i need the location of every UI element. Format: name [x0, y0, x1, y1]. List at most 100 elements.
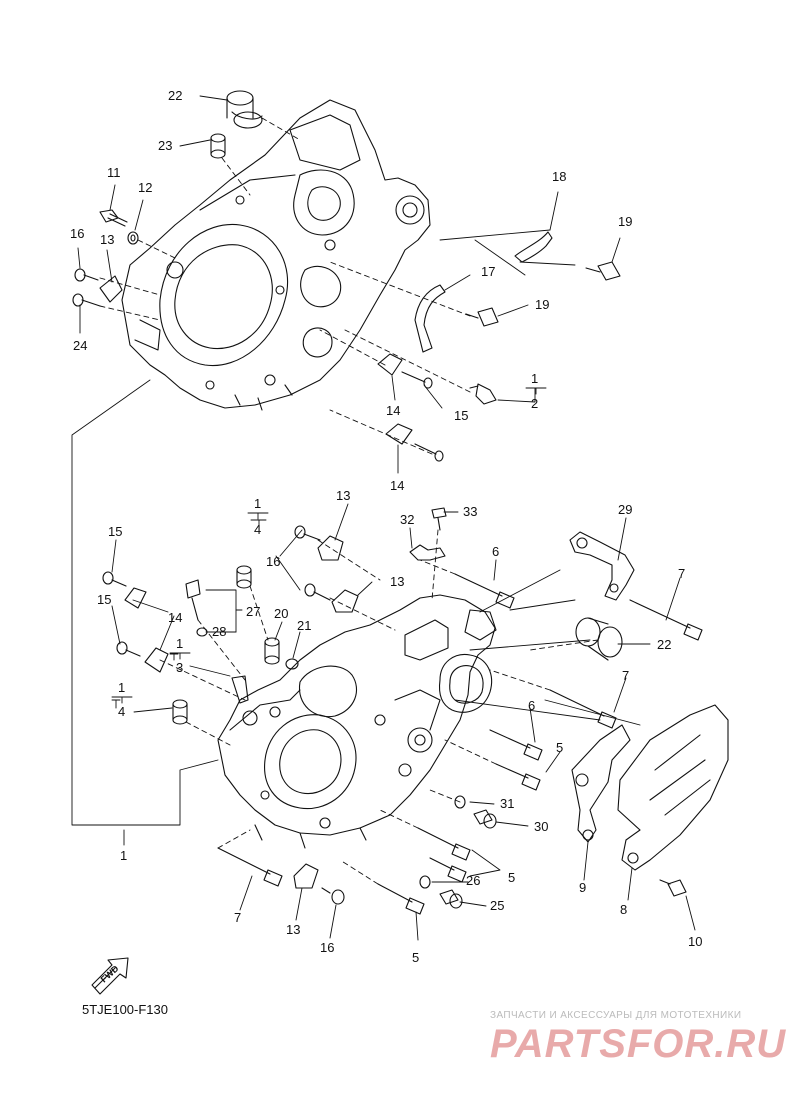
callout: 7 — [678, 566, 685, 581]
callout: 7 — [234, 910, 241, 925]
clamp-17 — [414, 284, 446, 353]
bolt-7-mid — [549, 689, 617, 729]
callout: 22 — [657, 637, 671, 652]
bolt-19-right — [585, 261, 621, 281]
bolt-15-lower — [414, 443, 444, 462]
callout: 13 — [100, 232, 114, 247]
callout: 13 — [286, 922, 300, 937]
bolt-6-mid — [489, 729, 543, 761]
screw-16-upper — [74, 268, 99, 282]
callout: 4 — [118, 704, 125, 719]
callout: 5 — [412, 950, 419, 965]
callout: 14 — [386, 403, 400, 418]
bracket-13-upper — [99, 275, 123, 303]
elbow-3 — [231, 675, 249, 704]
upper-assembly-lines — [99, 117, 471, 455]
callout: 5 — [508, 870, 515, 885]
fitting-2 — [469, 383, 497, 405]
bolt-15-upper — [401, 371, 433, 389]
callout: 26 — [466, 873, 480, 888]
plate-14-lower-b — [144, 647, 169, 673]
clip-32 — [409, 544, 446, 561]
callout: 32 — [400, 512, 414, 527]
callout: 6 — [492, 544, 499, 559]
washer-12 — [127, 231, 139, 245]
clamp-18 — [514, 231, 553, 263]
callout: 20 — [274, 606, 288, 621]
bolt-7-lower — [217, 847, 283, 887]
callout: 1 — [254, 496, 261, 511]
callout: 7 — [622, 668, 629, 683]
callout-numbers: 22 23 11 12 16 13 24 18 19 17 19 1 2 14 … — [70, 88, 702, 965]
callout: 9 — [579, 880, 586, 895]
bolt-11 — [99, 209, 128, 227]
watermark-tagline: ЗАПЧАСТИ И АКСЕССУАРЫ ДЛЯ МОТОТЕХНИКИ — [490, 1010, 742, 1021]
screw-15-lower-b — [116, 641, 141, 657]
screw-16-lower-b — [304, 583, 331, 601]
callout: 14 — [390, 478, 404, 493]
bolt-5-pair — [417, 827, 471, 883]
callout: 21 — [297, 618, 311, 633]
right-crankcase-half — [217, 594, 497, 849]
callout: 19 — [535, 297, 549, 312]
group-brackets — [111, 387, 547, 704]
callout: 27 — [246, 604, 260, 619]
callout: 1 — [120, 848, 127, 863]
callout: 1 — [531, 371, 538, 386]
callout: 23 — [158, 138, 172, 153]
screw-15-lower-a — [102, 571, 127, 587]
callout: 31 — [500, 796, 514, 811]
callout: 10 — [688, 934, 702, 949]
bracket-13-lower-a — [317, 535, 344, 561]
fwd-arrow-icon — [91, 957, 129, 995]
upper-leader-lines — [71, 95, 621, 826]
callout: 17 — [481, 264, 495, 279]
bushing-22-lower — [575, 617, 623, 661]
callout: 24 — [73, 338, 87, 353]
callout: 11 — [107, 165, 121, 180]
callout: 13 — [390, 574, 404, 589]
callout: 28 — [212, 624, 226, 639]
callout: 16 — [70, 226, 84, 241]
bracket-13-lower-b — [331, 589, 359, 613]
callout: 33 — [463, 504, 477, 519]
bolt-6-upper — [454, 573, 515, 609]
dowel-4-upper — [236, 565, 252, 589]
left-crankcase-half — [121, 99, 431, 411]
lower-assembly-lines — [159, 529, 599, 885]
callout: 2 — [531, 396, 538, 411]
callout: 3 — [176, 660, 183, 675]
bracket-29 — [569, 531, 635, 601]
callout: 15 — [454, 408, 468, 423]
callout: 1 — [118, 680, 125, 695]
diagram-part-code: 5TJE100-F130 — [82, 1002, 168, 1017]
plate-14-lower — [124, 587, 147, 609]
fwd-label: FWD — [99, 963, 121, 984]
bolt-7-upper — [629, 599, 703, 641]
callout: 6 — [528, 698, 535, 713]
bolt-30 — [473, 809, 497, 829]
oring-21 — [285, 658, 299, 670]
bolt-5-upper — [495, 763, 541, 791]
callout: 15 — [97, 592, 111, 607]
callout: 4 — [254, 522, 261, 537]
callout: 29 — [618, 502, 632, 517]
dowel-20 — [264, 637, 280, 665]
callout: 22 — [168, 88, 182, 103]
sensor-27 — [185, 579, 201, 621]
lower-leader-lines — [111, 503, 696, 941]
callout: 19 — [618, 214, 632, 229]
washer-26 — [419, 875, 431, 889]
dowel-4-lower — [172, 699, 188, 725]
bushing-22-upper — [226, 90, 263, 129]
callout: 1 — [176, 636, 183, 651]
callout: 12 — [138, 180, 152, 195]
callout: 14 — [168, 610, 182, 625]
sprocket-cover-8 — [617, 704, 729, 871]
screw-16-lower — [294, 525, 321, 541]
bracket-9 — [571, 724, 631, 843]
bolt-19-mid — [465, 307, 499, 327]
bolt-5-lower — [377, 883, 425, 915]
callout: 16 — [266, 554, 280, 569]
